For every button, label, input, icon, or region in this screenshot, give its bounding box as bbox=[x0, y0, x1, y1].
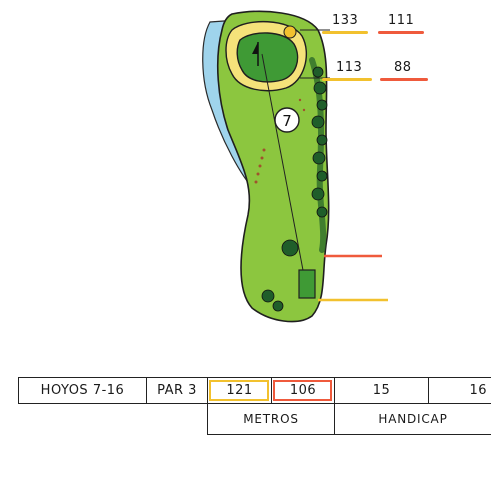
scorecard-captions: METROS HANDICAP bbox=[207, 404, 491, 435]
meters-caption: METROS bbox=[207, 404, 334, 434]
yellow-distance-1: 133 bbox=[332, 13, 359, 28]
red-distance-1: 111 bbox=[388, 13, 415, 28]
hole-map: 7 bbox=[202, 10, 388, 323]
yellow-distance-2: 113 bbox=[336, 60, 363, 75]
handicap-b: 16 bbox=[428, 378, 491, 403]
play-line bbox=[261, 53, 307, 287]
handicap-a: 15 bbox=[334, 378, 428, 403]
trees bbox=[261, 66, 328, 312]
meters-red: 106 bbox=[271, 378, 334, 403]
path-dots bbox=[254, 98, 306, 184]
hole-number-circle bbox=[274, 107, 300, 133]
yellow-underline-1 bbox=[322, 31, 368, 34]
meters-yellow: 121 bbox=[207, 378, 271, 403]
yellow-marker bbox=[283, 25, 297, 39]
red-underline-2 bbox=[380, 78, 428, 81]
holes-label: HOYOS 7-16 bbox=[18, 378, 146, 403]
tee-box bbox=[298, 269, 316, 299]
par-label: PAR 3 bbox=[146, 378, 207, 403]
yellow-underline-2 bbox=[322, 78, 372, 81]
fairway bbox=[216, 10, 330, 323]
red-distance-2: 88 bbox=[394, 60, 412, 75]
red-underline-1 bbox=[378, 31, 424, 34]
putting-green bbox=[236, 32, 299, 83]
hole-number: 7 bbox=[282, 112, 292, 130]
scorecard-row: HOYOS 7-16 PAR 3 121 106 15 16 bbox=[18, 377, 491, 404]
handicap-caption: HANDICAP bbox=[334, 404, 491, 434]
flag-icon bbox=[252, 42, 259, 66]
